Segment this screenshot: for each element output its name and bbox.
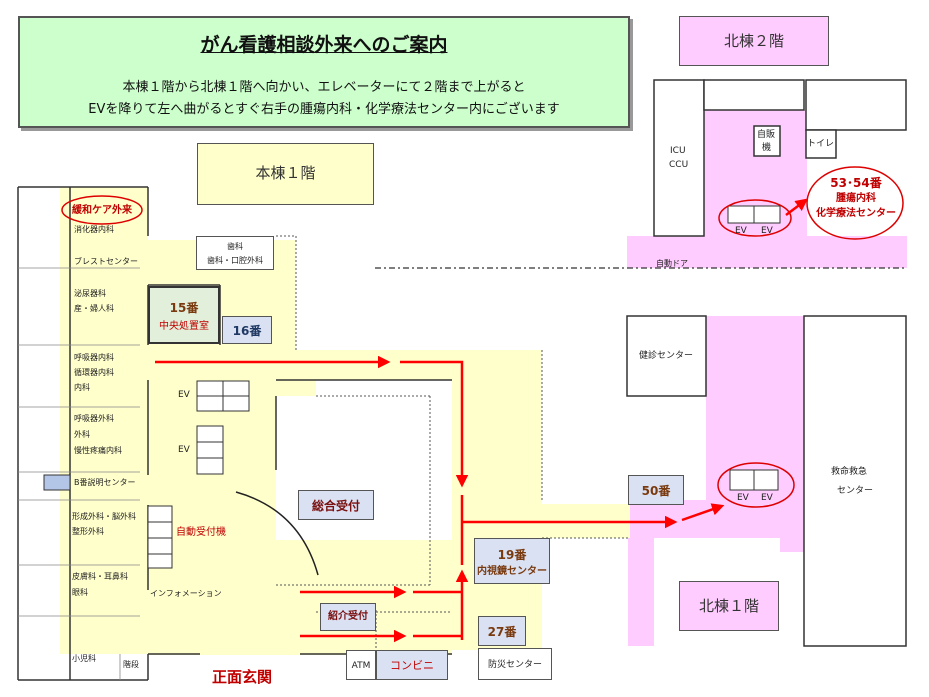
- main-room-dividers: [18, 267, 140, 680]
- stairs-label: 階段: [123, 660, 139, 669]
- destination-number: 53･54番: [830, 176, 882, 190]
- north2-rooms: [653, 79, 907, 237]
- north1-rooms: [626, 315, 907, 647]
- room-19-endoscopy: 19番 内視鏡センター: [474, 538, 550, 584]
- toilet-label: トイレ: [807, 139, 835, 149]
- resp-surgery-label: 呼吸器外科: [74, 414, 114, 423]
- information-label: インフォメーション: [150, 589, 222, 598]
- icu-label: ICU: [670, 146, 686, 156]
- kenshin-center-label: 健診センター: [639, 351, 694, 361]
- derm-ent-label: 皮膚科・耳鼻科: [72, 572, 128, 581]
- north2-ev-label-a: EV: [735, 226, 747, 236]
- main-dotted-walls: [276, 235, 628, 654]
- main-entrance-label: 正面玄関: [212, 668, 273, 686]
- header-box: がん看護相談外来へのご案内 本棟１階から北棟１階へ向かい、エレベーターにて２階ま…: [18, 16, 630, 128]
- conbini-box: コンビニ: [376, 650, 448, 680]
- vending-label-2: 機: [762, 143, 772, 153]
- auto-reception-machines: [147, 505, 173, 569]
- destination-chemo-center: 化学療法センター: [816, 208, 896, 219]
- explain-center-label: B番説明センター: [74, 478, 136, 487]
- north2-ev-boxes: [727, 205, 781, 224]
- route-arrows: [155, 198, 808, 643]
- main-ev-2: [196, 425, 224, 475]
- room-50: 50番: [628, 475, 684, 505]
- pediatrics-label: 小児科: [72, 654, 96, 663]
- destination-oncology: 腫瘍内科: [836, 193, 876, 204]
- breast-center-label: ブレストセンター: [74, 257, 138, 266]
- ccu-label: CCU: [669, 160, 689, 170]
- main-ev-1: [196, 380, 250, 412]
- header-title: がん看護相談外来へのご案内: [200, 34, 448, 56]
- explain-center-box: [43, 474, 71, 491]
- north1-lower-corridor: [628, 538, 654, 646]
- floor-label-north1: 北棟１階: [679, 581, 779, 631]
- palliative-care-label: 緩和ケア外来: [72, 205, 132, 216]
- header-line-1: 本棟１階から北棟１階へ向かい、エレベーターにて２階まで上がると: [122, 80, 526, 95]
- room-15-central-treatment: 15番 中央処置室: [148, 286, 220, 344]
- chronic-pain-label: 慢性疼痛内科: [74, 446, 122, 455]
- north1-ev-boxes: [729, 469, 779, 491]
- general-reception: 総合受付: [298, 490, 374, 520]
- plastic-neuro-label: 形成外科・脳外科: [72, 512, 136, 521]
- emergency-label-1: 救命救急: [831, 467, 868, 477]
- gastro-label: 消化器内科: [74, 225, 114, 234]
- surgery-label: 外科: [74, 430, 90, 439]
- main-corridor-join: [276, 350, 316, 396]
- cardiology-label: 循環器内科: [74, 368, 114, 377]
- north1-ev-label-d: EV: [761, 493, 773, 503]
- eye-label: 眼科: [72, 588, 88, 597]
- main-vertical-corridor: [452, 350, 542, 650]
- north1-ev-label-c: EV: [737, 493, 749, 503]
- floor-label-north2: 北棟２階: [679, 16, 829, 66]
- dental-room: 歯科 歯科・口腔外科: [196, 236, 274, 270]
- floor-label-main1: 本棟１階: [197, 143, 374, 205]
- header-line-2: EVを降りて左へ曲がるとすぐ右手の腫瘍内科・化学療法センター内にございます: [88, 102, 560, 117]
- highlight-ellipses: [61, 166, 904, 508]
- vending-label-1: 自販: [757, 130, 776, 140]
- north1-hall: [628, 500, 806, 538]
- north2-ev-label-b: EV: [761, 226, 773, 236]
- ortho-label: 整形外科: [72, 527, 104, 536]
- auto-reception-label: 自動受付機: [176, 527, 226, 538]
- urology-label: 泌尿器科: [74, 289, 106, 298]
- atm-box: ATM: [346, 650, 376, 680]
- auto-door-label: 自動ドア: [656, 259, 688, 268]
- main-floor-left: [60, 187, 296, 654]
- north2-hall: [627, 236, 907, 268]
- room-27: 27番: [478, 616, 526, 646]
- obgyn-label: 産・婦人科: [74, 304, 114, 313]
- ev-label-2: EV: [178, 445, 190, 455]
- ev-label-1: EV: [178, 390, 190, 400]
- bousai-center-box: 防災センター: [478, 648, 552, 680]
- internal-medicine-label: 内科: [74, 383, 90, 392]
- entrance-door-arc: [235, 491, 319, 576]
- room-16: 16番: [222, 316, 272, 344]
- referral-reception: 紹介受付: [320, 603, 376, 631]
- emergency-label-2: センター: [837, 486, 874, 496]
- resp-medicine-label: 呼吸器内科: [74, 353, 114, 362]
